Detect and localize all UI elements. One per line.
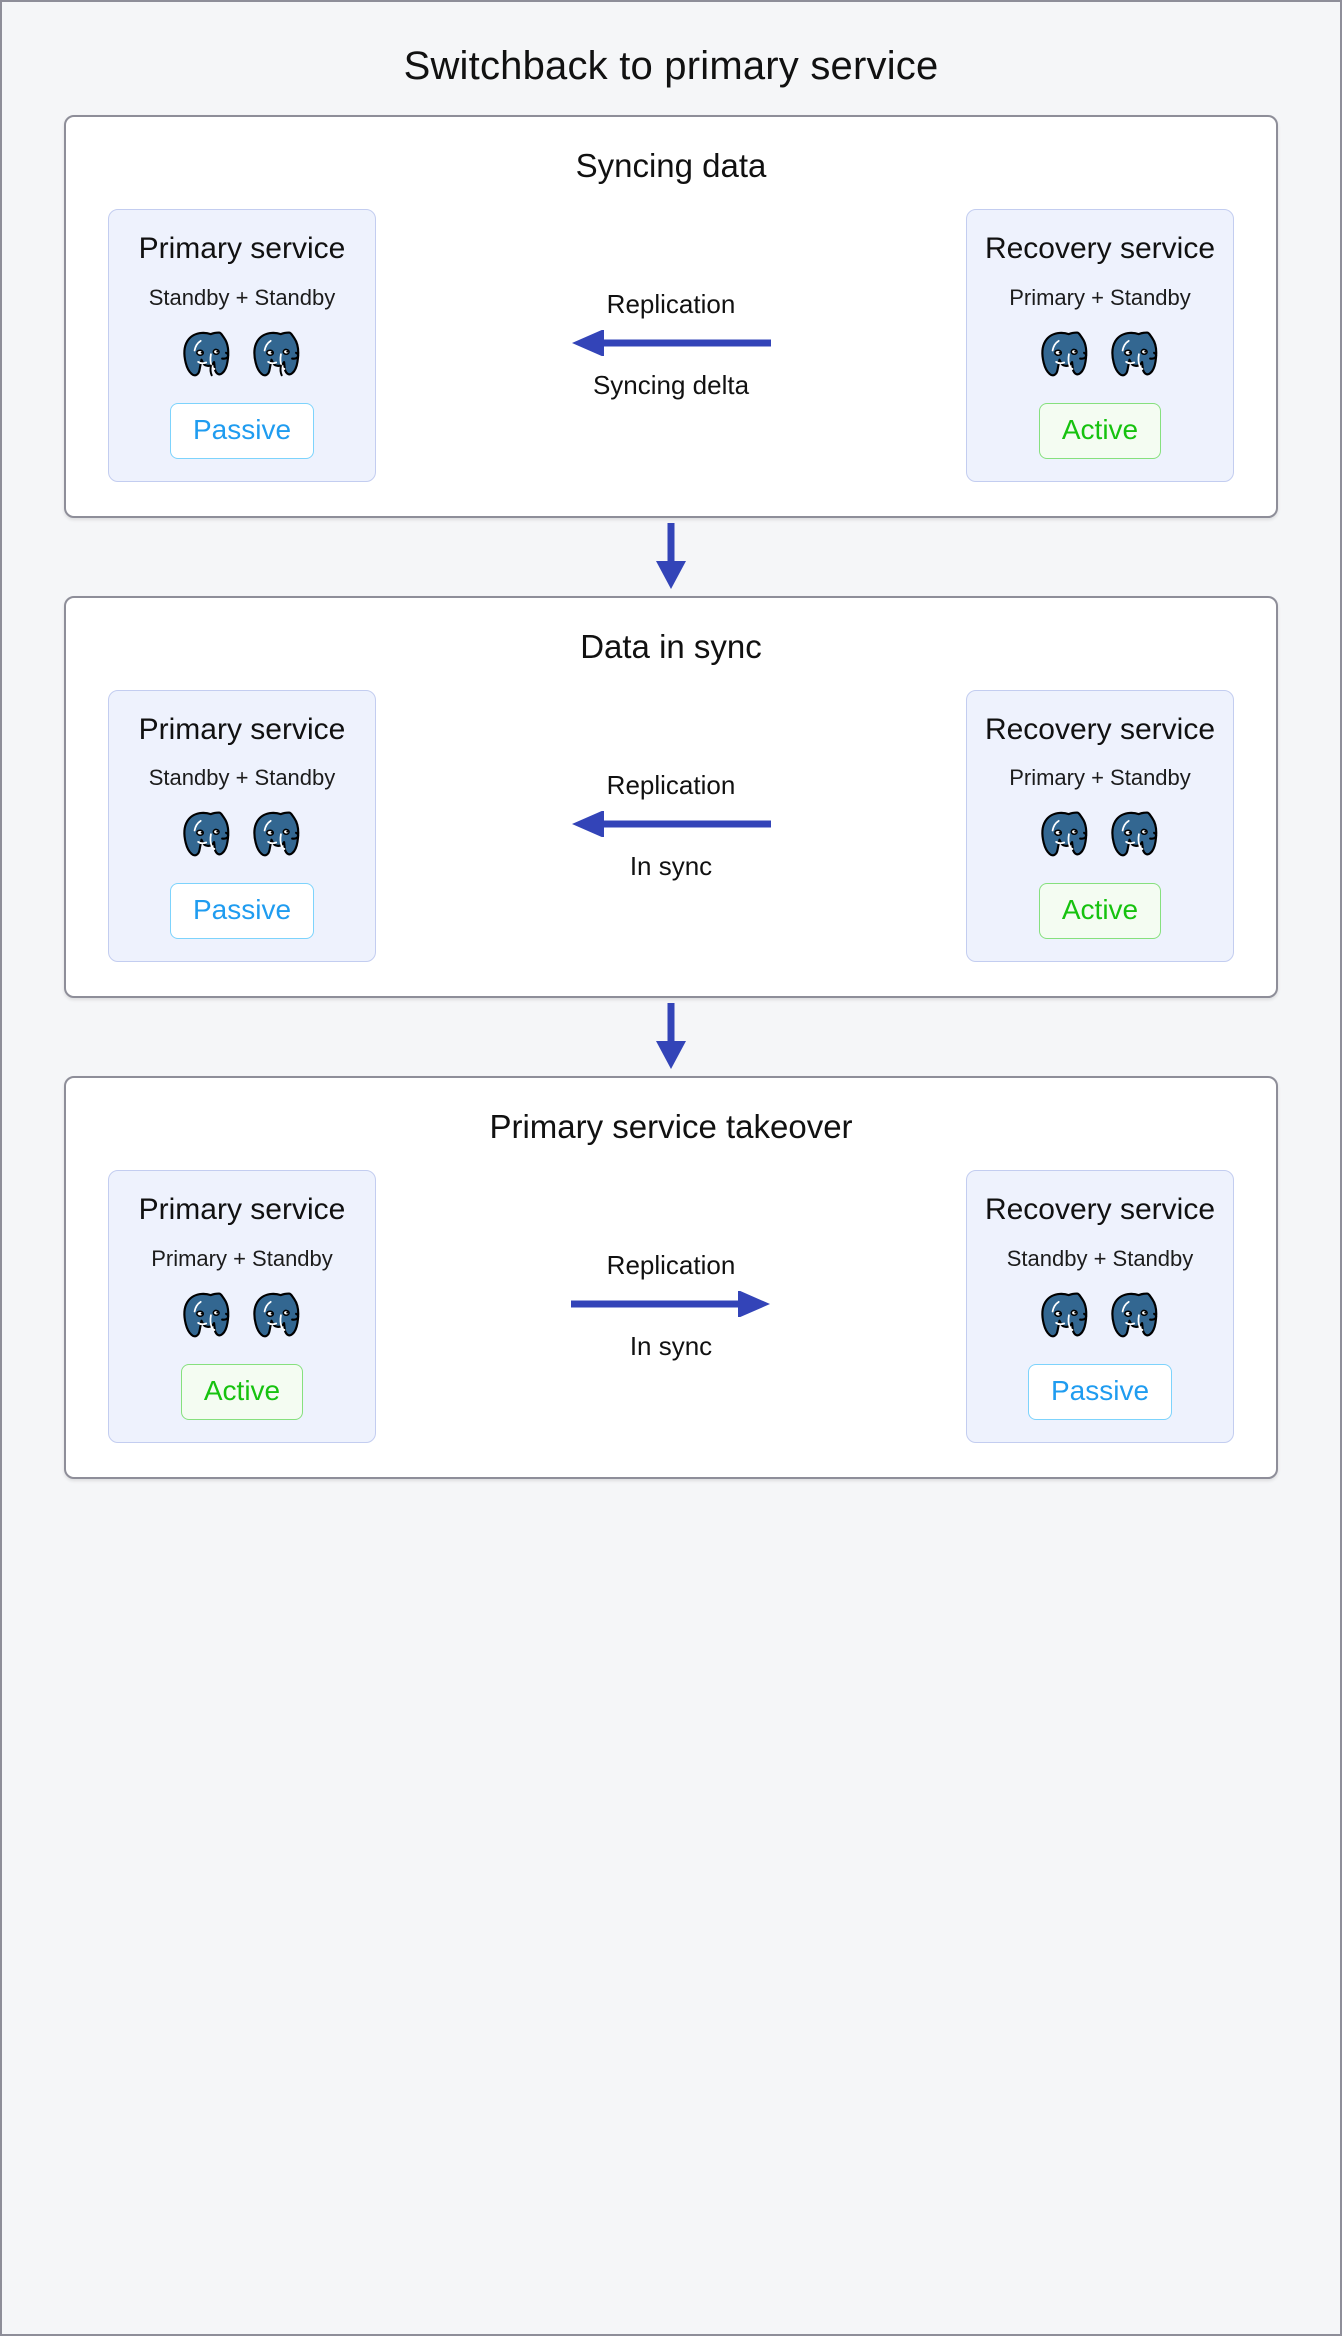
service-roles: Standby + Standby: [148, 765, 336, 790]
panel-title: Syncing data: [575, 147, 767, 184]
arrow-right-icon: [571, 1291, 770, 1318]
service-name: Primary service: [138, 1193, 346, 1226]
replication-sublabel: Syncing delta: [592, 370, 750, 401]
replication-sublabel: In sync: [629, 850, 713, 881]
node-icon-group: [1039, 809, 1161, 861]
service-card-recovery[interactable]: Recovery service Primary + Standby: [966, 209, 1234, 482]
service-card-recovery[interactable]: Recovery service Standby + Standby: [966, 1170, 1234, 1443]
service-name: Primary service: [138, 232, 346, 265]
node-icon-group: [1039, 329, 1161, 381]
panel-connector-2: [64, 998, 1278, 1076]
arrow-left-icon: [572, 810, 771, 837]
node-icon-group: [181, 809, 303, 861]
postgres-elephant-icon: [1041, 1291, 1088, 1337]
panel-title: Primary service takeover: [489, 1108, 853, 1145]
panel-body: Primary service Standby + Standby: [66, 674, 1276, 997]
node-icon-group: [181, 1290, 303, 1342]
replication-link: Replication In sync: [376, 1170, 966, 1443]
status-badge[interactable]: Passive: [1027, 1363, 1173, 1420]
service-roles: Primary + Standby: [1009, 284, 1191, 310]
postgres-elephant-icon: [1111, 1291, 1158, 1337]
replication-label: Replication: [606, 289, 736, 320]
replication-link: Replication Syncing delta: [376, 209, 966, 482]
panel-title: Data in sync: [580, 627, 762, 665]
replication-label: Replication: [606, 769, 736, 800]
service-card-primary[interactable]: Primary service Standby + Standby: [108, 689, 376, 962]
node-icon-group: [181, 329, 303, 381]
arrow-down-icon: [656, 522, 686, 589]
panel-stack: Syncing data Primary service Standby + S…: [2, 115, 1340, 1479]
replication-link: Replication In sync: [376, 690, 966, 963]
service-roles: Standby + Standby: [148, 284, 336, 310]
status-badge[interactable]: Active: [1038, 883, 1162, 939]
postgres-elephant-icon: [1111, 330, 1158, 376]
postgres-elephant-icon: [1111, 811, 1158, 857]
arrow-down-icon: [656, 1003, 686, 1069]
service-card-primary[interactable]: Primary service Primary + Standby: [108, 1170, 376, 1443]
status-badge[interactable]: Passive: [169, 883, 315, 939]
service-roles: Standby + Standby: [1006, 1245, 1194, 1271]
replication-sublabel: In sync: [629, 1331, 713, 1362]
service-name: Primary service: [138, 712, 346, 746]
service-name: Recovery service: [984, 712, 1216, 746]
panel-syncing-data: Syncing data Primary service Standby + S…: [64, 115, 1278, 518]
panel-body: Primary service Standby + Standby: [66, 193, 1276, 516]
replication-label: Replication: [606, 1250, 736, 1281]
postgres-elephant-icon: [183, 330, 230, 376]
status-badge[interactable]: Active: [1038, 402, 1162, 459]
service-roles: Primary + Standby: [151, 1245, 333, 1271]
service-card-primary[interactable]: Primary service Standby + Standby: [108, 209, 376, 482]
postgres-elephant-icon: [1041, 330, 1088, 376]
service-name: Recovery service: [984, 1193, 1216, 1226]
page-title: Switchback to primary service: [403, 44, 939, 88]
postgres-elephant-icon: [253, 1291, 300, 1337]
postgres-elephant-icon: [183, 1291, 230, 1337]
status-badge[interactable]: Passive: [169, 402, 315, 459]
panel-connector-1: [64, 518, 1278, 596]
panel-primary-service-takeover: Primary service takeover Primary service…: [64, 1076, 1278, 1479]
panel-data-in-sync: Data in sync Primary service Standby + S…: [64, 595, 1278, 998]
service-roles: Primary + Standby: [1009, 765, 1191, 790]
service-name: Recovery service: [984, 232, 1216, 265]
arrow-left-icon: [572, 330, 771, 357]
panel-body: Primary service Primary + Standby: [66, 1154, 1276, 1477]
service-card-recovery[interactable]: Recovery service Primary + Standby: [966, 689, 1234, 962]
postgres-elephant-icon: [253, 330, 300, 376]
status-badge[interactable]: Active: [180, 1363, 304, 1420]
node-icon-group: [1039, 1290, 1161, 1342]
postgres-elephant-icon: [183, 811, 230, 857]
postgres-elephant-icon: [253, 811, 300, 857]
postgres-elephant-icon: [1041, 811, 1088, 857]
